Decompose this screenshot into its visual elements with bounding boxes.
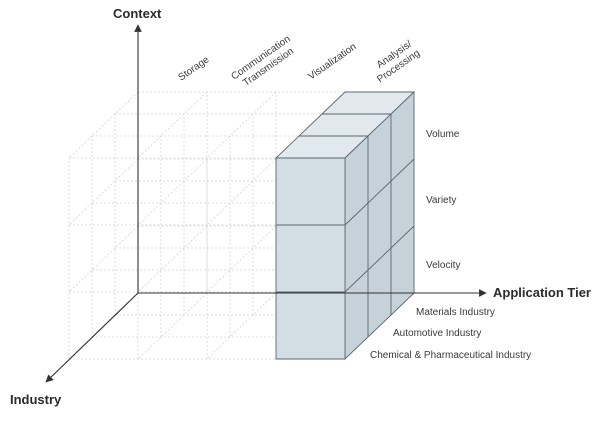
row-label-variety: Variety: [426, 195, 456, 206]
application-tier-axis-title: Application Tier: [493, 285, 591, 300]
grid-line: [137, 158, 208, 226]
industry-axis-title: Industry: [10, 392, 62, 407]
grid-line: [206, 91, 277, 159]
grid-line: [68, 91, 139, 159]
axes: [45, 24, 487, 383]
row-label-volume: Volume: [426, 129, 460, 140]
row-label-velocity: Velocity: [426, 260, 460, 271]
grid-line: [68, 158, 139, 226]
context-label-communication-transmission: Communication Transmission: [229, 32, 301, 92]
industry-label-automotive: Automotive Industry: [393, 328, 481, 339]
grid-line: [206, 292, 277, 360]
grid-line: [206, 225, 277, 293]
grid-line: [206, 158, 277, 226]
context-label-visualization: Visualization: [306, 41, 358, 82]
highlighted-cube-block: [274, 90, 416, 361]
context-label-analysis-processing: Analysis/ Processing: [368, 37, 423, 85]
cube-side-divider: [344, 225, 415, 293]
cube-side-divider: [344, 158, 415, 226]
industry-axis: [45, 292, 139, 383]
cube-front-face: [275, 157, 346, 360]
industry-label-chemical-pharmaceutical: Chemical & Pharmaceutical Industry: [370, 350, 531, 361]
grid-line: [68, 225, 139, 293]
grid-line: [137, 225, 208, 293]
context-axis-title: Context: [113, 6, 162, 21]
grid-line: [137, 91, 208, 159]
industry-label-materials: Materials Industry: [416, 307, 495, 318]
context-label-storage: Storage: [176, 54, 211, 83]
grid-line: [137, 292, 208, 360]
